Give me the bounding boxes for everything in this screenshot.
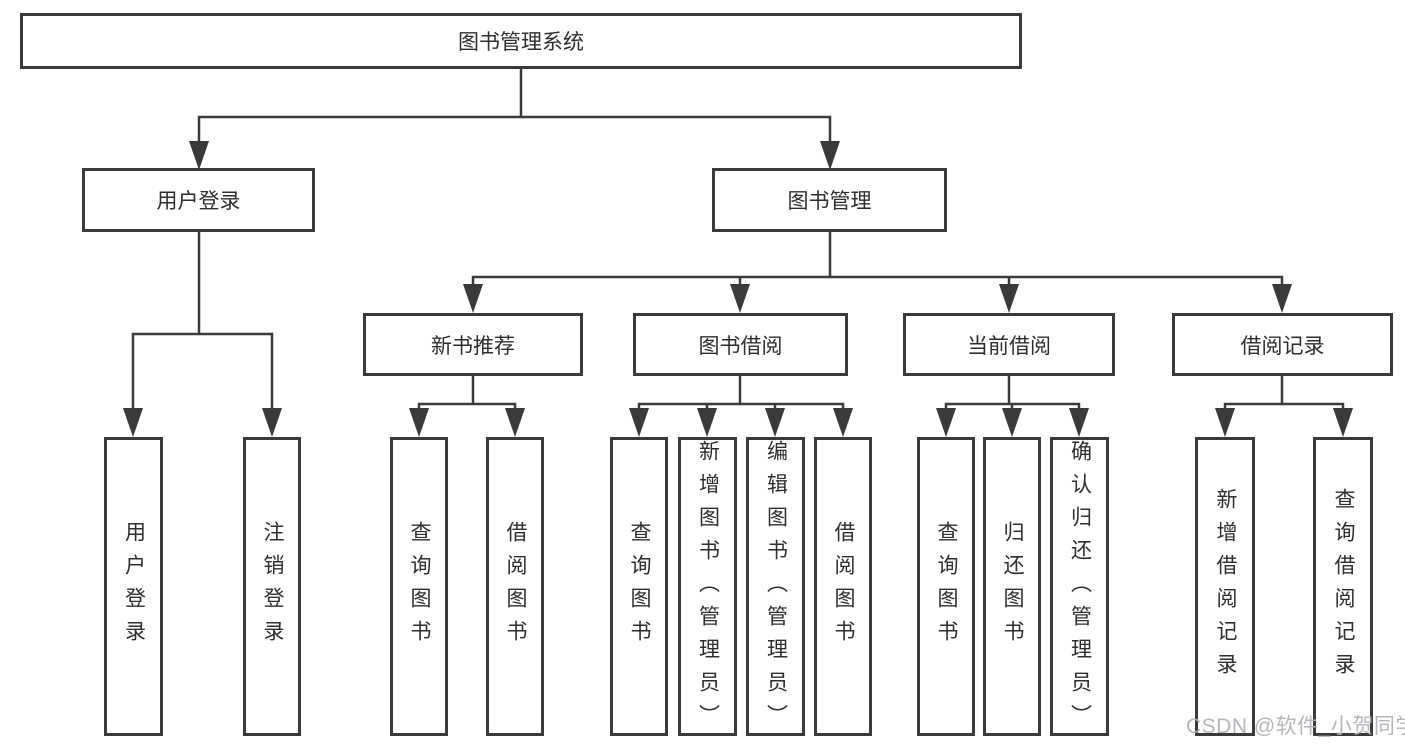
connector-current-borrow-to-leaves [936, 376, 1089, 437]
node-new-book-recommendation: 新书推荐 [363, 313, 583, 376]
leaf-query-books: 查询图书 [610, 437, 668, 736]
connector-borrow-records-to-leaves [1215, 376, 1353, 437]
leaf-label: 查询借阅记录 [1332, 487, 1355, 686]
leaf-label: 借阅图书 [504, 520, 527, 653]
connector-book-mgmt-to-level3 [463, 232, 1292, 313]
leaf-add-books-admin: 新增图书（管理员） [678, 437, 737, 737]
leaf-label: 查询图书 [628, 520, 651, 653]
connector-user-login-to-leaves [123, 232, 282, 437]
node-label: 用户登录 [156, 190, 241, 213]
leaf-label: 编辑图书（管理员） [764, 440, 788, 737]
node-label: 图书管理系统 [458, 31, 584, 54]
leaf-label: 归还图书 [1001, 520, 1024, 653]
leaf-label: 确认归还（管理员） [1068, 440, 1092, 737]
leaf-label: 查询图书 [408, 520, 431, 653]
leaf-logout: 注销登录 [243, 437, 301, 736]
connector-new-book-rec-to-leaves [409, 376, 525, 437]
node-label: 新书推荐 [431, 334, 515, 358]
leaf-borrow-books: 借阅图书 [486, 437, 544, 736]
leaf-label: 新增借阅记录 [1214, 487, 1237, 686]
node-label: 图书借阅 [698, 334, 783, 358]
node-book-borrowing: 图书借阅 [633, 313, 848, 376]
leaf-user-login: 用户登录 [104, 437, 163, 736]
leaf-confirm-return-admin: 确认归还（管理员） [1050, 437, 1109, 737]
leaf-query-borrow-record: 查询借阅记录 [1313, 437, 1373, 736]
node-book-management: 图书管理 [712, 168, 947, 232]
leaf-borrow-books: 借阅图书 [814, 437, 872, 736]
leaf-add-borrow-record: 新增借阅记录 [1195, 437, 1255, 736]
leaf-label: 借阅图书 [832, 520, 855, 653]
node-library-management-system: 图书管理系统 [20, 13, 1022, 69]
leaf-return-books: 归还图书 [983, 437, 1041, 736]
node-label: 当前借阅 [967, 334, 1051, 358]
node-borrowing-records: 借阅记录 [1172, 313, 1393, 376]
node-user-login: 用户登录 [82, 168, 315, 232]
node-label: 图书管理 [787, 190, 872, 213]
leaf-query-books: 查询图书 [390, 437, 448, 736]
leaf-label: 注销登录 [261, 520, 284, 653]
leaf-label: 新增图书（管理员） [696, 440, 720, 737]
leaf-edit-books-admin: 编辑图书（管理员） [746, 437, 805, 737]
connector-root-to-level2 [189, 69, 840, 170]
csdn-watermark: CSDN @软件_小贺同学 [1186, 715, 1405, 738]
node-current-borrowing: 当前借阅 [903, 313, 1115, 376]
leaf-query-books: 查询图书 [917, 437, 975, 736]
leaf-label: 查询图书 [935, 520, 958, 653]
connector-book-borrow-to-leaves [629, 376, 853, 437]
leaf-label: 用户登录 [122, 520, 146, 653]
node-label: 借阅记录 [1240, 334, 1325, 358]
